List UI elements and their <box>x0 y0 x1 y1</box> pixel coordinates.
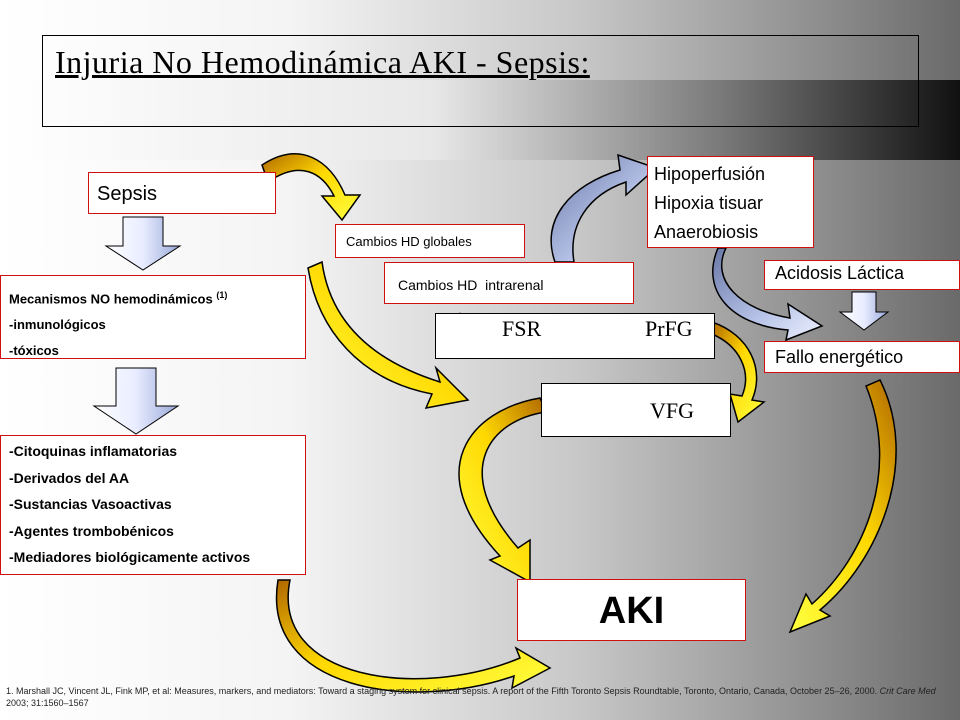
curved-arrow-fallo-to-aki <box>788 379 897 634</box>
mecanismos-item: -tóxicos <box>9 343 59 359</box>
fallo-box: Fallo energético <box>764 341 960 373</box>
down-arrow-mecanismos <box>92 367 180 435</box>
mediator-item: -Mediadores biológicamente activos <box>9 549 251 565</box>
aki-box: AKI <box>517 579 746 641</box>
curved-arrow-vfg-to-aki <box>458 397 548 584</box>
vfg-label: VFG <box>650 398 695 423</box>
fallo-label: Fallo energético <box>775 347 904 367</box>
reference-footnote: 1. Marshall JC, Vincent JL, Fink MP, et … <box>6 685 956 709</box>
mediator-item: -Citoquinas inflamatorias <box>9 443 178 459</box>
prfg-label: PrFG <box>645 316 693 341</box>
down-arrow-acidosis <box>838 291 890 331</box>
curved-arrow-prfg-to-vfg <box>711 320 766 424</box>
mediator-item: -Agentes trombobénicos <box>9 522 174 539</box>
footnote-citation: 2003; 31:1560–1567 <box>6 698 89 708</box>
curved-arrow-hd-to-hipoperfusion <box>550 153 658 263</box>
mecanismos-item: -inmunológicos <box>9 317 106 333</box>
hipoperfusion-box: Hipoperfusión Hipoxia tisuar Anaerobiosi… <box>647 156 814 248</box>
footnote-journal: Crit Care Med <box>879 686 936 696</box>
mecanismos-heading: Mecanismos NO hemodinámicos <box>9 291 213 307</box>
mediators-box: -Citoquinas inflamatorias -Derivados del… <box>0 435 306 575</box>
page-title: Injuria No Hemodinámica AKI - Sepsis: <box>55 44 590 80</box>
down-arrow-sepsis <box>104 216 182 271</box>
hd-intrarenal-box: Cambios HD intrarenal <box>384 262 634 304</box>
hipoperfusion-item: Hipoperfusión <box>654 164 766 184</box>
hipoperfusion-item: Hipoxia tisuar <box>654 193 764 213</box>
hipoperfusion-item: Anaerobiosis <box>654 222 759 242</box>
mediator-item: -Derivados del AA <box>9 469 130 486</box>
mediator-item: -Sustancias Vasoactivas <box>9 496 172 512</box>
acidosis-label: Acidosis Láctica <box>775 263 905 283</box>
hd-intrarenal-label: Cambios HD intrarenal <box>398 277 544 293</box>
background-band <box>0 80 960 160</box>
curved-arrow-hipoperfusion-to-acidosis <box>712 247 824 342</box>
footnote-text: 1. Marshall JC, Vincent JL, Fink MP, et … <box>6 686 878 696</box>
fsr-label: FSR <box>502 316 542 341</box>
acidosis-box: Acidosis Láctica <box>764 260 960 290</box>
aki-label: AKI <box>598 590 665 632</box>
curved-arrow-sepsis-to-hd <box>261 153 362 222</box>
mecanismos-footnote-ref: (1) <box>216 290 228 300</box>
mecanismos-box: Mecanismos NO hemodinámicos (1) -inmunol… <box>0 275 306 359</box>
curved-arrow-mediators-to-aki <box>275 579 552 693</box>
mecanismos-heading-line: Mecanismos NO hemodinámicos (1) <box>9 282 297 312</box>
fsr-prfg-box: FSR PrFG <box>435 313 715 359</box>
sepsis-box: Sepsis <box>88 172 276 214</box>
curved-arrow-hd-to-fsr <box>307 260 470 410</box>
sepsis-label: Sepsis <box>97 183 158 205</box>
vfg-box: VFG <box>541 383 731 437</box>
hd-globales-label: Cambios HD globales <box>346 234 472 249</box>
hd-globales-box: Cambios HD globales <box>335 224 525 258</box>
title-box: Injuria No Hemodinámica AKI - Sepsis: <box>42 35 919 127</box>
